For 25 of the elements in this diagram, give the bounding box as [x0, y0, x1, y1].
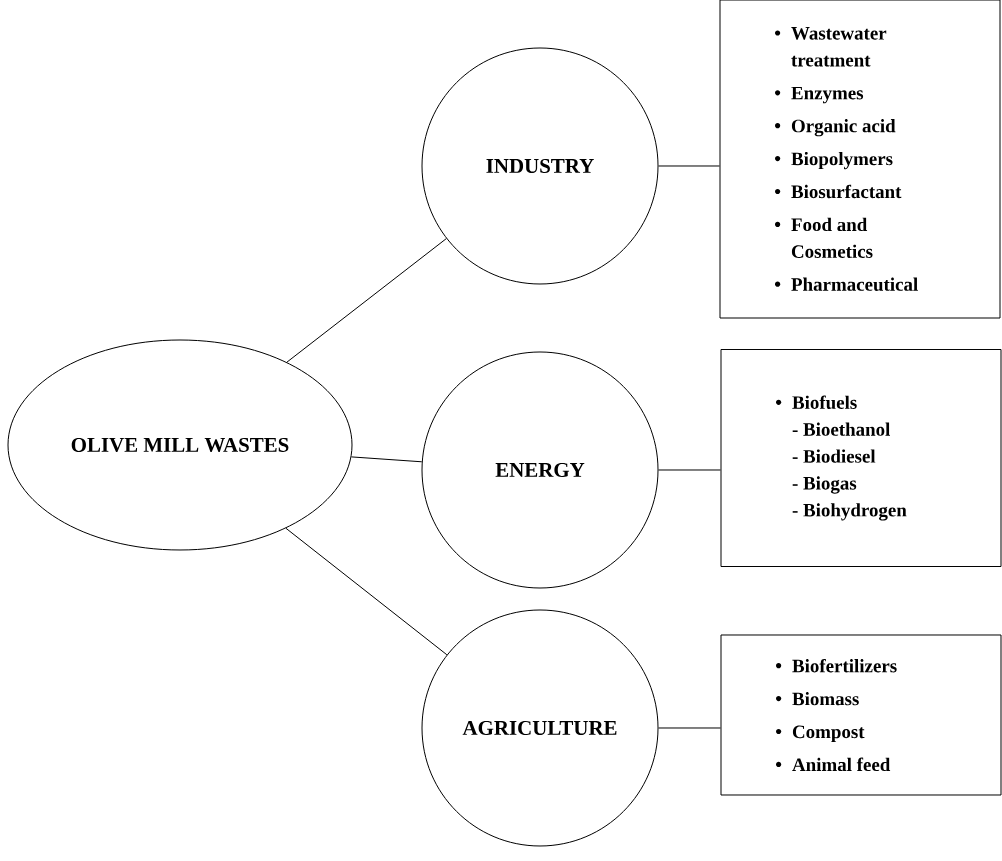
list-box [720, 349, 1002, 567]
list-item: - Bioethanol [792, 422, 890, 436]
connector-line [658, 727, 721, 729]
list-item: Biosurfactant [775, 184, 902, 199]
list-item: Biofuels [776, 395, 857, 409]
connector-line [350, 456, 423, 463]
list-item: Biomass [776, 692, 859, 706]
list-item: - Biogas [792, 476, 857, 494]
list-item: Wastewater treatment [775, 27, 887, 67]
list-item: Food and Cosmetics [775, 217, 873, 258]
connector-line [285, 527, 448, 656]
list-item: - Biohydrogen [792, 503, 907, 521]
list-item: Organic acid [775, 119, 896, 137]
connector-line [658, 469, 721, 471]
list-item: - Biodiesel [792, 449, 876, 463]
list-item: Pharmaceutical [775, 277, 918, 291]
connector-line [658, 165, 720, 167]
list-box [719, 0, 1001, 319]
connector-line [286, 238, 447, 363]
list-item: Animal feed [776, 757, 891, 772]
list-item: Biopolymers [775, 151, 893, 170]
list-item: Compost [776, 725, 865, 743]
list-item: Biofertilizers [776, 658, 897, 673]
list-item: Enzymes [775, 86, 864, 104]
list-box [720, 634, 1002, 796]
